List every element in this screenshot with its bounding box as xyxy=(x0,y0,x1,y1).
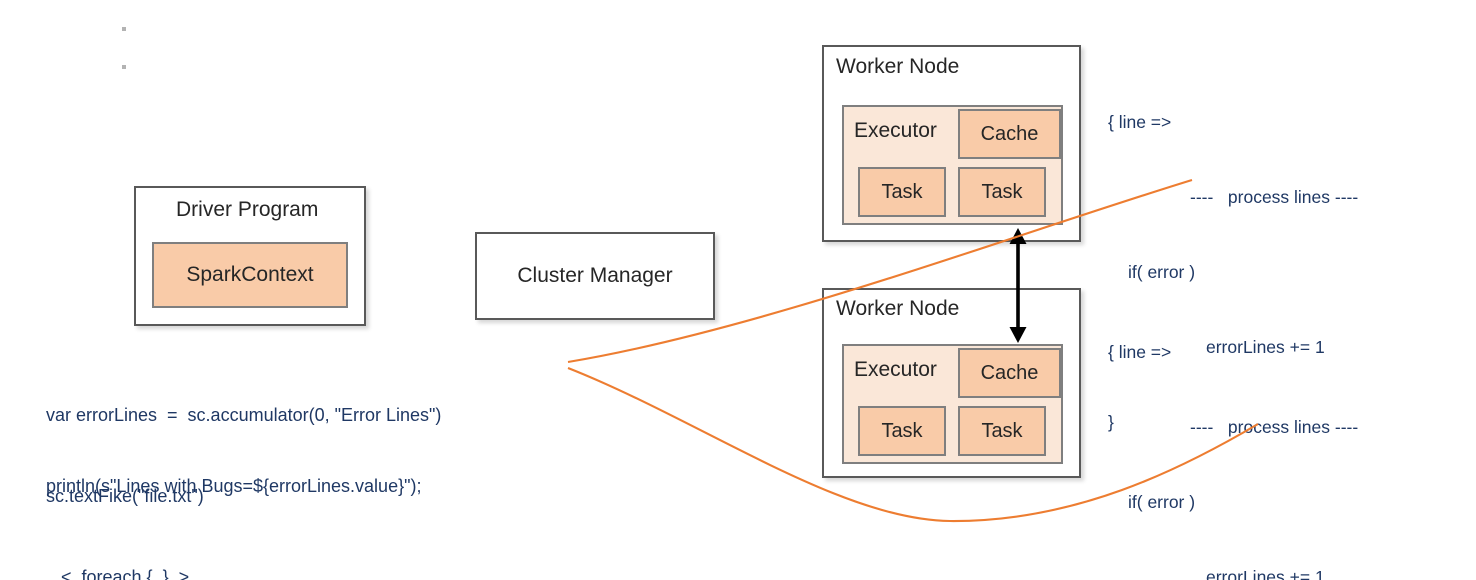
closure-block-2: { line => ---- process lines ---- if( er… xyxy=(1108,290,1358,580)
driver-program-box[interactable]: Driver Program SparkContext xyxy=(134,186,366,326)
worker-node-2-box[interactable]: Worker Node Executor Cache Task Task xyxy=(822,288,1081,478)
closure-2-process: ---- process lines ---- xyxy=(1190,417,1359,437)
worker-node-2-cache-box[interactable]: Cache xyxy=(958,348,1061,398)
closure-1-process: ---- process lines ---- xyxy=(1190,187,1359,207)
worker-node-1-title: Worker Node xyxy=(836,55,960,78)
closure-1-increment: errorLines += 1 xyxy=(1206,337,1325,357)
worker-node-2-task-1-box[interactable]: Task xyxy=(858,406,946,456)
worker-node-1-cache-label: Cache xyxy=(980,122,1039,145)
artifact-speck xyxy=(122,27,126,31)
closure-1-open: { line => xyxy=(1108,112,1172,132)
driver-code-line-2: sc.textFike("file.txt") xyxy=(46,486,204,506)
closure-2-open: { line => xyxy=(1108,342,1172,362)
artifact-speck xyxy=(122,65,126,69)
worker-node-1-task-1-label: Task xyxy=(881,180,923,203)
worker-node-1-task-2-label: Task xyxy=(981,180,1023,203)
worker-node-1-task-2-box[interactable]: Task xyxy=(958,167,1046,217)
worker-node-1-task-1-box[interactable]: Task xyxy=(858,167,946,217)
driver-println-line: println(s"Lines with Bugs=${errorLines.v… xyxy=(46,476,422,496)
worker-node-2-task-1-label: Task xyxy=(881,419,923,442)
worker-node-2-task-2-box[interactable]: Task xyxy=(958,406,1046,456)
worker-node-1-executor-box[interactable]: Executor Cache Task Task xyxy=(842,105,1063,225)
worker-node-1-executor-label: Executor xyxy=(854,119,937,142)
driver-program-title: Driver Program xyxy=(176,198,319,221)
worker-node-2-cache-label: Cache xyxy=(980,361,1039,384)
worker-node-1-cache-box[interactable]: Cache xyxy=(958,109,1061,159)
closure-2-increment: errorLines += 1 xyxy=(1206,567,1325,580)
driver-code-line-1: var errorLines = sc.accumulator(0, "Erro… xyxy=(46,405,442,425)
worker-node-2-executor-label: Executor xyxy=(854,358,937,381)
worker-node-1-box[interactable]: Worker Node Executor Cache Task Task xyxy=(822,45,1081,242)
cluster-manager-box[interactable]: Cluster Manager xyxy=(475,232,715,320)
worker-node-2-task-2-label: Task xyxy=(981,419,1023,442)
spark-context-label: SparkContext xyxy=(186,263,314,286)
cluster-manager-label: Cluster Manager xyxy=(517,264,673,287)
closure-1-condition: if( error ) xyxy=(1128,262,1196,282)
closure-2-condition: if( error ) xyxy=(1128,492,1196,512)
driver-code-block: var errorLines = sc.accumulator(0, "Erro… xyxy=(46,348,441,580)
driver-code-line-3: < foreach { } > xyxy=(46,567,190,580)
spark-context-box[interactable]: SparkContext xyxy=(152,242,348,308)
worker-node-2-executor-box[interactable]: Executor Cache Task Task xyxy=(842,344,1063,464)
worker-node-2-title: Worker Node xyxy=(836,297,960,320)
